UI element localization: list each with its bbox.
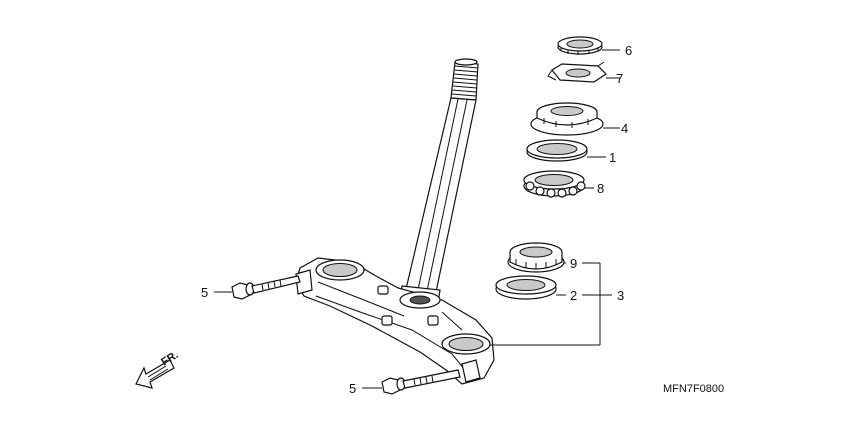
callout-7: 7 xyxy=(616,71,623,86)
callout-5-lower: 5 xyxy=(349,381,356,396)
part-5-bolt-lower[interactable] xyxy=(381,369,461,395)
steering-stem[interactable] xyxy=(399,58,479,305)
front-direction-arrow: FR. xyxy=(135,349,181,389)
callout-1: 1 xyxy=(609,150,616,165)
leader-lines xyxy=(214,49,620,389)
part-6-stem-nut[interactable] xyxy=(557,36,603,55)
callout-2: 2 xyxy=(570,288,577,303)
part-2-seal[interactable] xyxy=(495,275,557,300)
part-code: MFN7F0800 xyxy=(663,383,724,395)
part-5-bolt-upper[interactable] xyxy=(231,275,301,300)
part-8-bearing[interactable] xyxy=(523,170,586,198)
callout-9: 9 xyxy=(570,256,577,271)
steering-bridge[interactable] xyxy=(295,257,495,385)
part-1-dust-seal[interactable] xyxy=(526,139,588,162)
callout-6: 6 xyxy=(625,43,632,58)
callout-4: 4 xyxy=(621,121,628,136)
part-9-bearing[interactable] xyxy=(507,242,565,273)
part-4-nut[interactable] xyxy=(530,102,604,136)
callout-5-upper: 5 xyxy=(201,285,208,300)
callout-3: 3 xyxy=(617,288,624,303)
callout-8: 8 xyxy=(597,181,604,196)
part-7-lock-washer[interactable] xyxy=(547,61,607,83)
